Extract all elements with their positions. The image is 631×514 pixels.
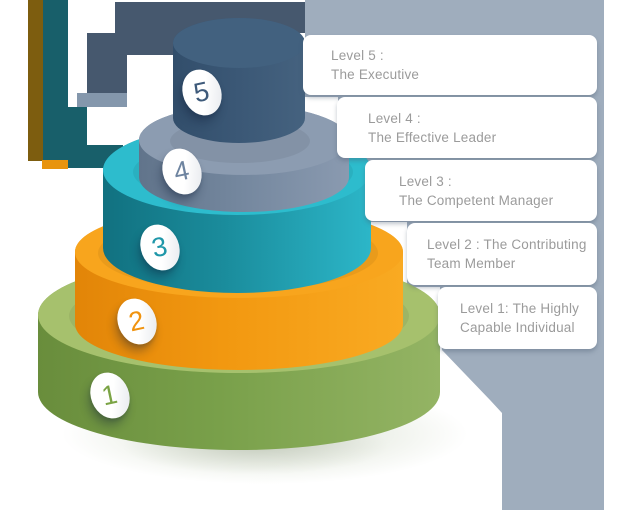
decor-light-slate-band — [77, 93, 127, 107]
level-2-label-card: Level 2 : The Contributing Team Member — [407, 223, 597, 285]
level-4-label-card: Level 4 : The Effective Leader — [337, 97, 597, 158]
decor-orange-notch — [42, 160, 68, 169]
level-4-label-line2: The Effective Leader — [368, 129, 497, 145]
level-4-label-line1: Level 4 : — [368, 110, 421, 126]
level-1-label-line1: Level 1: The Highly — [460, 301, 580, 316]
level-3-number: 3 — [149, 230, 171, 264]
level-2-label-line2: Team Member — [427, 256, 516, 271]
level-5-label-line1: Level 5 : — [331, 48, 384, 63]
decor-slate-column — [87, 55, 127, 93]
level-2-label-line1: Level 2 : The Contributing — [427, 237, 587, 252]
level-1-label-card: Level 1: The Highly Capable Individual — [438, 287, 597, 349]
level-3-label-card: Level 3 : The Competent Manager — [365, 160, 597, 221]
level-5-number: 5 — [191, 75, 213, 109]
level-1-number: 1 — [99, 378, 121, 412]
level-1-label-line2: Capable Individual — [460, 320, 575, 335]
level-5-label-card: Level 5 : The Executive — [303, 35, 597, 95]
level-3-label-line2: The Competent Manager — [399, 192, 554, 208]
decor-teal-column — [60, 107, 87, 147]
level-4-number: 4 — [171, 154, 193, 188]
level-5-label-line2: The Executive — [331, 67, 420, 82]
decor-olive-bar — [28, 0, 43, 161]
level-2-number: 2 — [126, 304, 148, 338]
level-3-label-line1: Level 3 : — [399, 173, 452, 189]
